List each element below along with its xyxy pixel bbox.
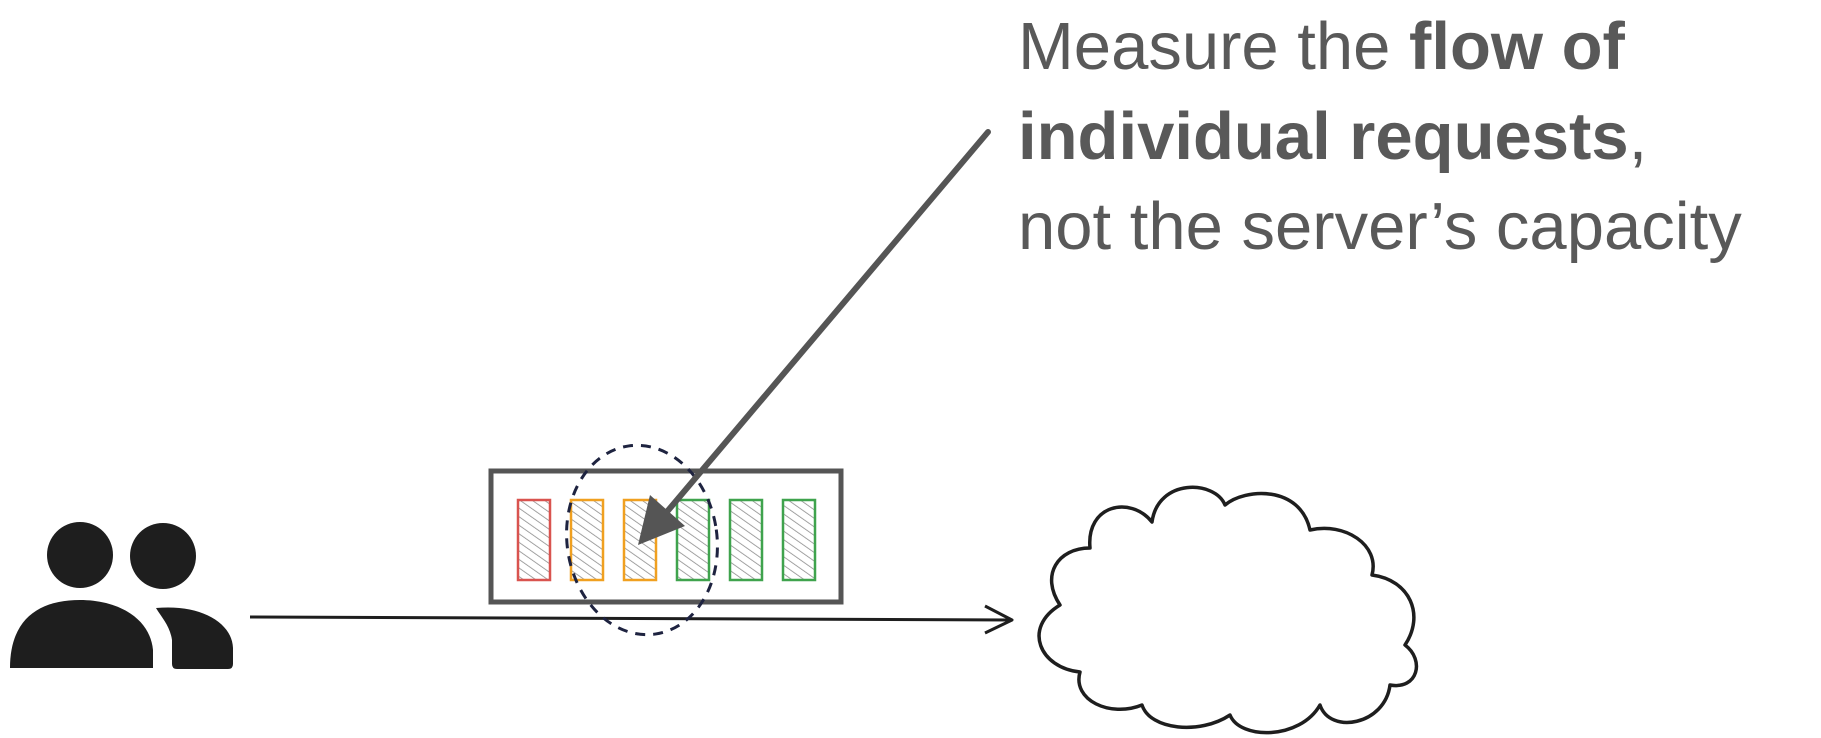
cloud-icon bbox=[1037, 485, 1419, 735]
request-bar-5-green bbox=[728, 498, 764, 582]
annotation-arrow bbox=[638, 129, 991, 545]
request-flow-arrow bbox=[249, 604, 1014, 635]
annotation-line-1-plain: Measure the bbox=[1018, 9, 1410, 84]
annotation-line-1-bold: flow of bbox=[1409, 9, 1625, 84]
annotation-text: Measure the flow of individual requests,… bbox=[1018, 2, 1742, 272]
request-bar-2-orange bbox=[569, 498, 605, 582]
highlight-dashed-circle bbox=[565, 443, 719, 637]
annotation-line-3: not the server’s capacity bbox=[1018, 182, 1742, 272]
annotation-line-3-plain: not the server’s capacity bbox=[1018, 189, 1742, 264]
request-bar-1-red bbox=[516, 498, 552, 582]
request-bar-6-green bbox=[781, 498, 817, 582]
annotation-line-1: Measure the flow of bbox=[1018, 2, 1742, 92]
users-icon bbox=[10, 522, 233, 669]
annotation-line-2-plain: , bbox=[1628, 99, 1648, 174]
request-queue-box bbox=[488, 468, 844, 605]
annotation-line-2-bold: individual requests bbox=[1018, 99, 1629, 174]
request-bar-4-green bbox=[675, 498, 711, 582]
request-bars bbox=[516, 498, 817, 582]
annotation-line-2: individual requests, bbox=[1018, 92, 1742, 182]
